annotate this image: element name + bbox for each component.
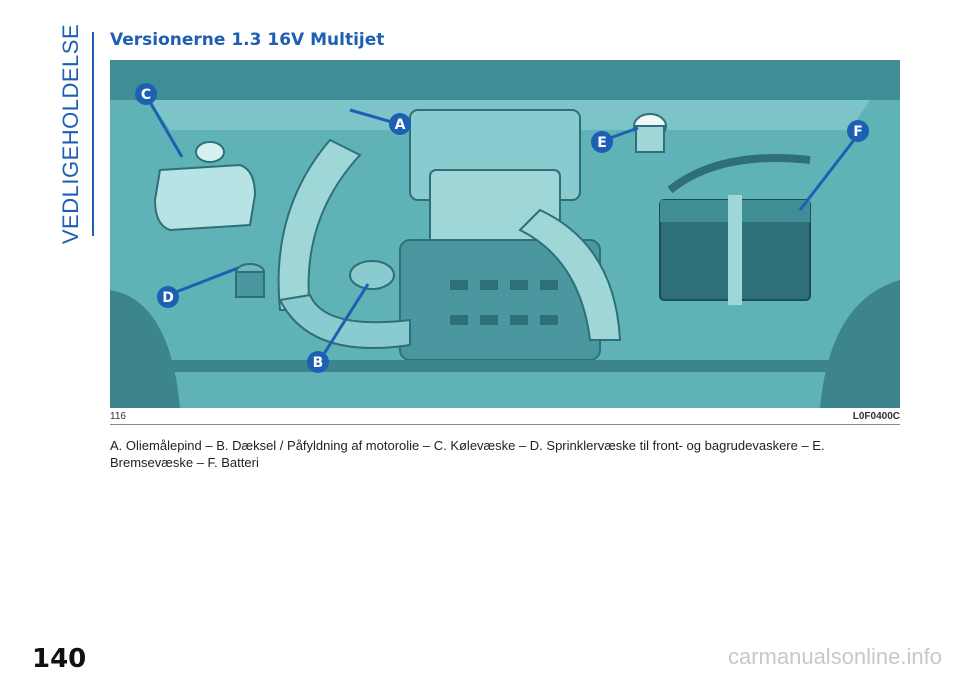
side-tab-label: VEDLIGEHOLDELSE — [58, 23, 83, 245]
callout-b: B — [307, 283, 370, 373]
watermark: carmanualsonline.info — [727, 644, 942, 669]
engine-bay-illustration: A B C D E F — [110, 60, 900, 408]
figure-number: 116 — [110, 411, 126, 422]
figure-code: L0F0400C — [852, 411, 900, 422]
callout-e: E — [591, 126, 639, 153]
figure-caption: A. Oliemålepind – B. Dæksel / Påfyldning… — [110, 438, 825, 470]
callout-b-label: B — [313, 355, 324, 371]
callout-e-label: E — [597, 135, 607, 151]
callout-f: F — [798, 120, 869, 211]
figure-divider — [110, 424, 900, 425]
callout-c-label: C — [141, 87, 151, 103]
callout-f-label: F — [853, 124, 863, 140]
engine-bay-figure: A B C D E F — [110, 60, 900, 408]
callout-a-label: A — [395, 117, 406, 133]
callout-a: A — [349, 108, 411, 135]
side-tab-rule — [92, 32, 94, 236]
section-title: Versionerne 1.3 16V Multijet — [110, 30, 385, 50]
page-number: 140 — [32, 644, 87, 674]
callout-d: D — [157, 266, 239, 308]
callout-d-label: D — [162, 290, 174, 306]
callout-c: C — [135, 83, 184, 158]
side-tab: VEDLIGEHOLDELSE — [52, 24, 90, 244]
